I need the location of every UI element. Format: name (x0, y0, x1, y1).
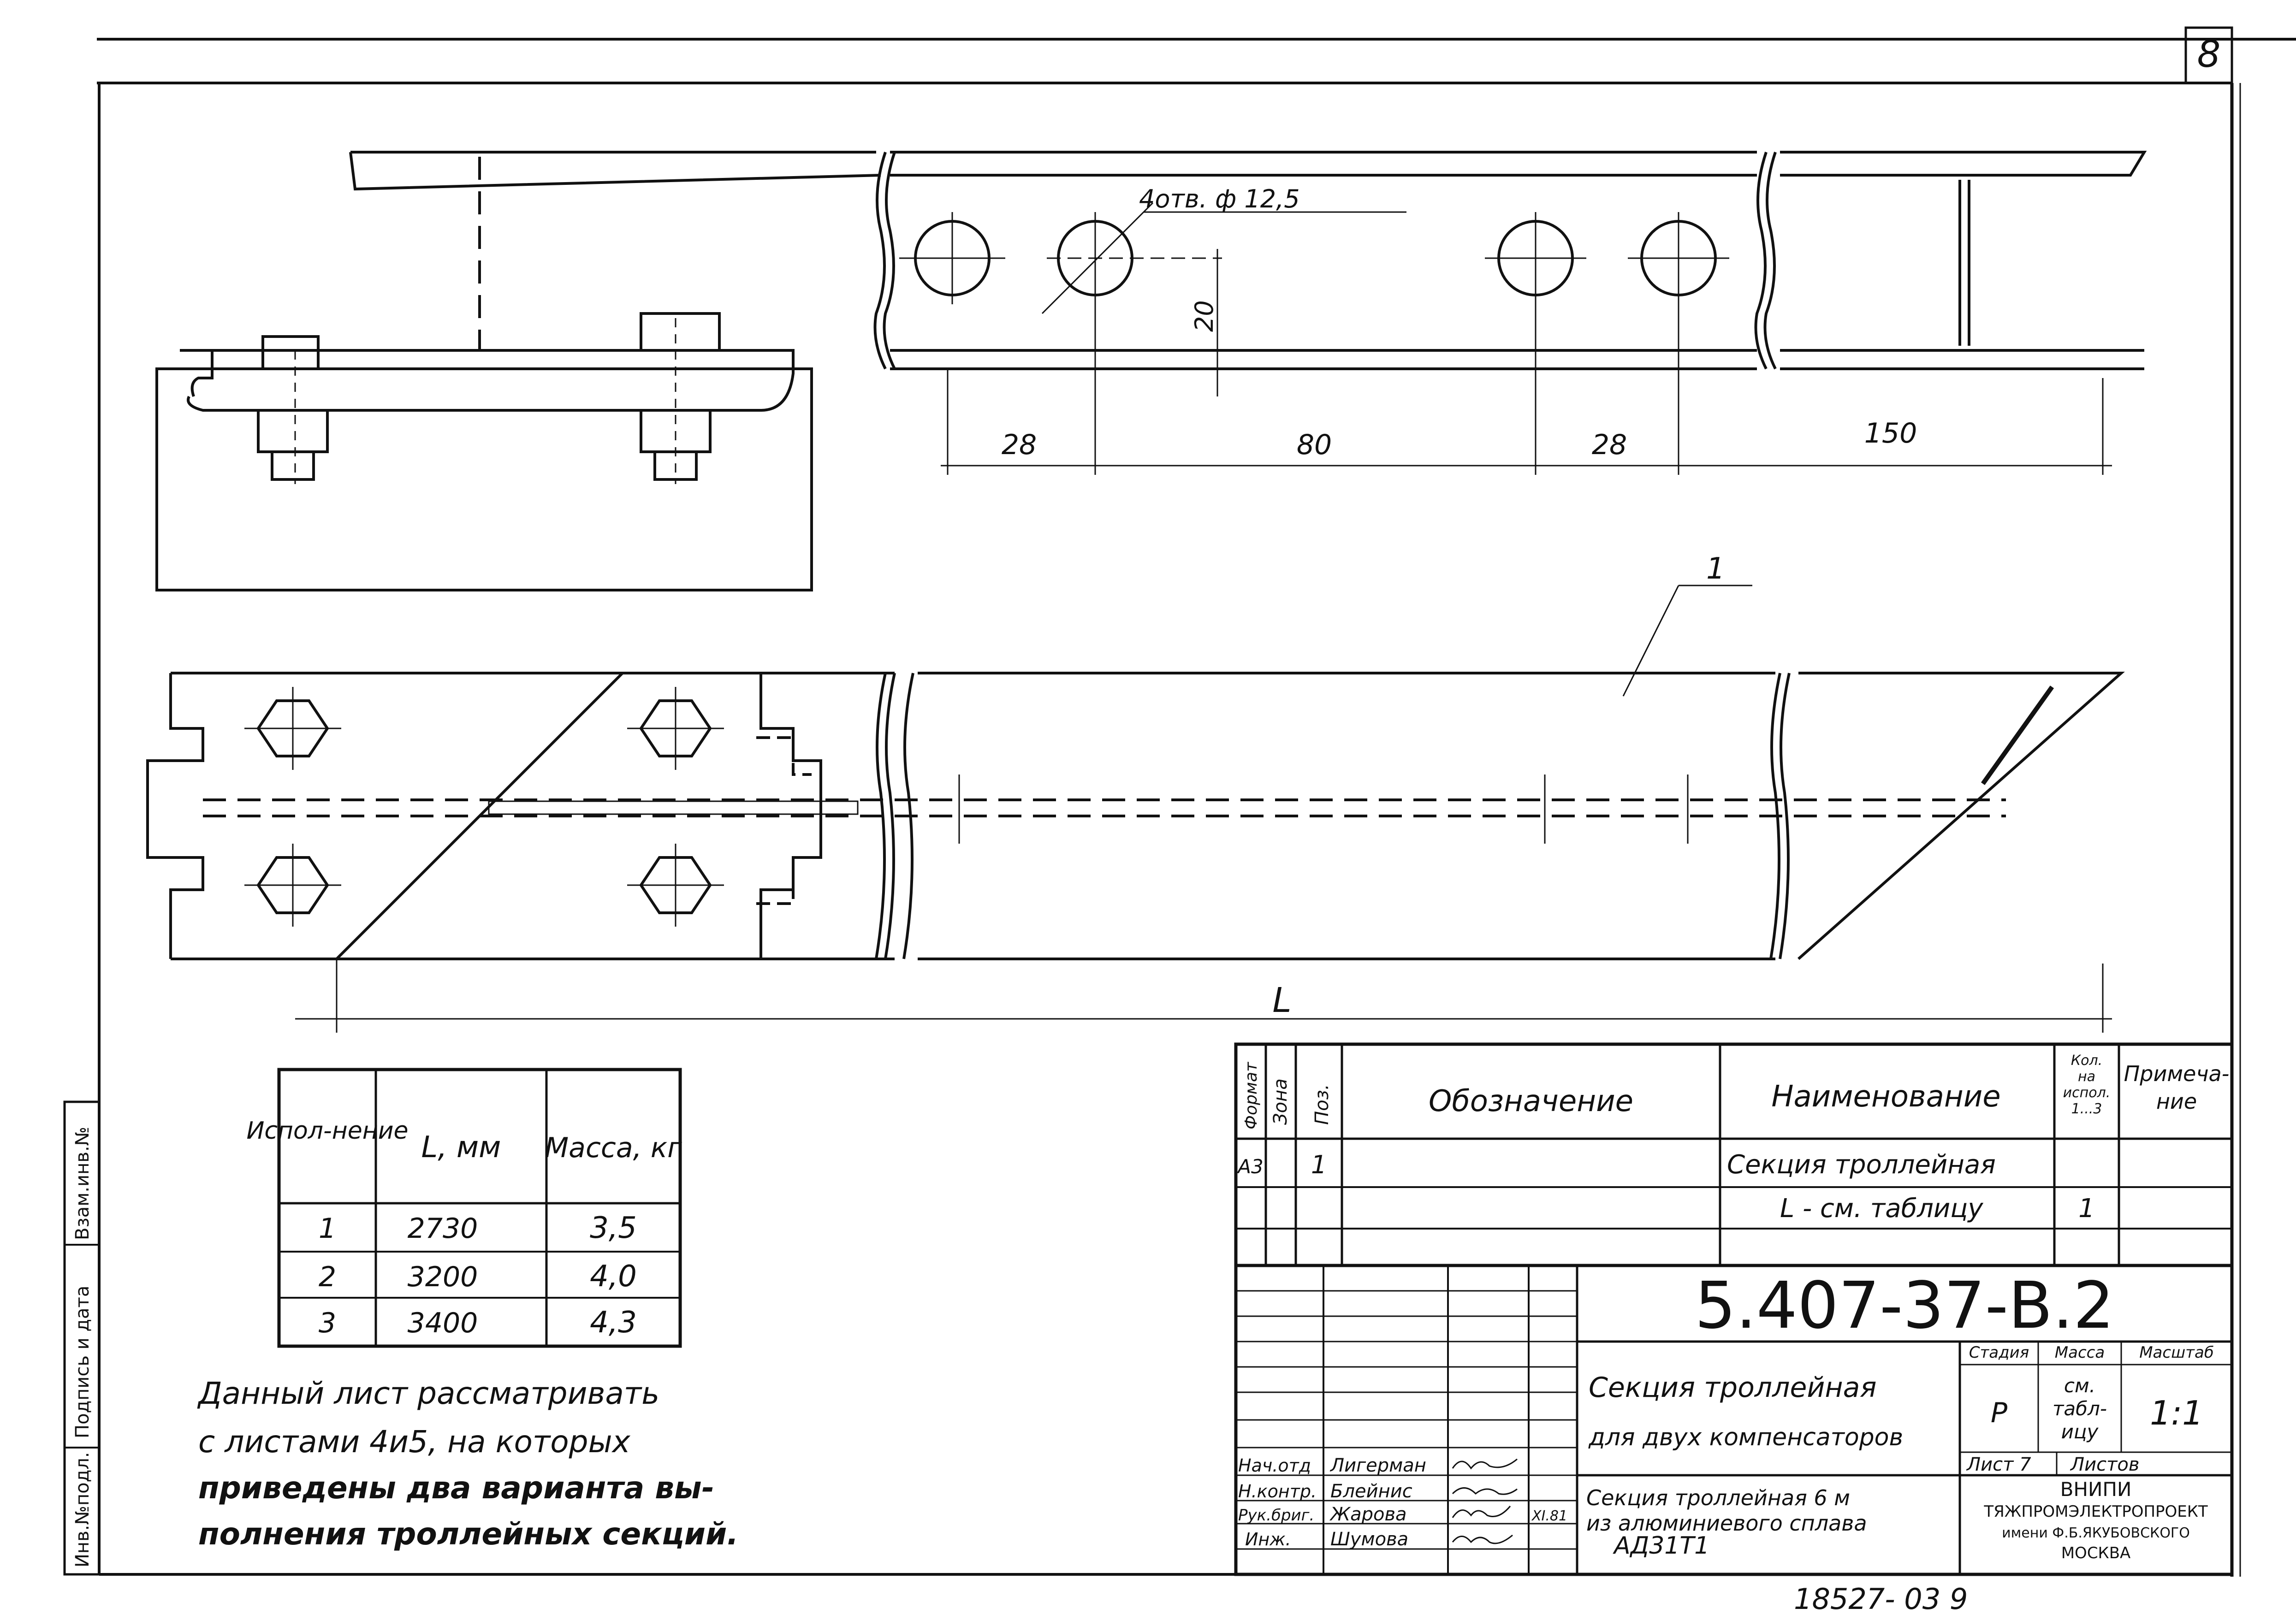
stamp-inv-podl: Инв.№подл. (72, 1452, 93, 1567)
variant-row-2-mass: 4,0 (590, 1259, 637, 1294)
spec-header-qty-4: 1...3 (2071, 1101, 2102, 1117)
position-1-label: 1 (1706, 552, 1725, 586)
spec-header-pos: Поз. (1311, 1084, 1333, 1125)
org-line-1: ВНИПИ (2060, 1478, 2132, 1501)
stage-value: Р (1991, 1397, 2008, 1429)
variant-row-2-L: 3200 (408, 1261, 478, 1293)
material-line-3: АД31Т1 (1613, 1532, 1709, 1560)
spec-header-designation: Обозначение (1429, 1084, 1633, 1118)
sig-role-2: Н.контр. (1238, 1481, 1317, 1502)
stage-label: Стадия (1969, 1343, 2029, 1362)
spec-header-qty-1: Кол. (2071, 1052, 2102, 1069)
sheet-frame (97, 26, 2296, 1577)
dim-28-b: 28 (1592, 429, 1627, 461)
variant-table (277, 1068, 682, 1348)
dim-150: 150 (1864, 417, 1917, 449)
mass-value-3: ицу (2061, 1420, 2099, 1443)
org-line-3: имени Ф.Б.ЯКУБОВСКОГО (2002, 1525, 2190, 1541)
variant-row-2-ispolnenie: 2 (319, 1261, 336, 1293)
spec-header-notes-2: ние (2156, 1089, 2197, 1114)
mass-label: Масса (2055, 1343, 2105, 1362)
variant-header-L: L, мм (421, 1130, 501, 1165)
title-block (1234, 1264, 2234, 1576)
document-number: 5.407-37-В.2 (1695, 1268, 2114, 1343)
variant-row-3-ispolnenie: 3 (319, 1307, 336, 1339)
note-line-2: с листами 4и5, на которых (198, 1424, 631, 1460)
dim-L: L (1272, 981, 1291, 1020)
dim-20: 20 (1190, 300, 1219, 332)
spec-row-2-name: L - см. таблицу (1780, 1194, 1983, 1224)
variant-header-ispolnenie: Испол-нение (246, 1117, 408, 1145)
note-line-1: Данный лист рассматривать (197, 1376, 659, 1411)
spec-row-1-name: Секция троллейная (1727, 1150, 1996, 1180)
spec-header-qty-2: на (2078, 1069, 2095, 1085)
page-number: 8 (2197, 33, 2221, 76)
view-side-connection (155, 151, 881, 591)
drawing-note: Данный лист рассматривать с листами 4и5,… (197, 1376, 738, 1552)
mass-value-1: см. (2064, 1374, 2095, 1397)
variant-row-1-mass: 3,5 (590, 1211, 637, 1245)
bottom-code: 18527- 03 9 (1794, 1582, 1968, 1616)
sig-name-1: Лигерман (1329, 1455, 1426, 1476)
view-plan (146, 585, 2125, 1033)
spec-header-notes-1: Примеча- (2124, 1061, 2230, 1086)
variant-row-3-L: 3400 (408, 1307, 478, 1339)
mass-value-2: табл- (2053, 1397, 2107, 1420)
org-line-2: ТЯЖПРОМЭЛЕКТРОПРОЕКТ (1983, 1502, 2208, 1521)
spec-row-1-pos: 1 (1311, 1150, 1327, 1179)
spec-header-format: Формат (1242, 1062, 1261, 1129)
title-line-1: Секция троллейная (1589, 1372, 1877, 1404)
org-line-4: МОСКВА (2061, 1544, 2131, 1562)
scale-label: Масштаб (2139, 1343, 2214, 1362)
spec-header-zone: Зона (1270, 1078, 1291, 1125)
spec-row-1-format: А3 (1236, 1155, 1263, 1178)
note-line-4: полнения троллейных секций. (198, 1516, 738, 1552)
spec-header-qty-3: испол. (2063, 1085, 2111, 1101)
variant-row-1-L: 2730 (408, 1212, 478, 1245)
variant-header-mass: Масса, кг (545, 1132, 682, 1164)
spec-row-2-qty: 1 (2078, 1194, 2095, 1224)
sig-name-2: Блейнис (1330, 1481, 1412, 1502)
title-line-2: для двух компенсаторов (1588, 1424, 1903, 1451)
sheet-label: Лист 7 (1966, 1454, 2031, 1475)
signature-scribbles (1452, 1458, 1518, 1544)
sig-name-4: Шумова (1330, 1529, 1408, 1550)
view-rail-holes (873, 151, 2147, 475)
sig-role-1: Нач.отд (1238, 1455, 1311, 1476)
variant-row-3-mass: 4,3 (590, 1306, 637, 1340)
dim-28-a: 28 (1002, 429, 1037, 461)
variant-row-1-ispolnenie: 1 (319, 1212, 336, 1245)
material-line-2: из алюминиевого сплава (1586, 1511, 1867, 1536)
sig-role-4: Инж. (1245, 1529, 1291, 1549)
spec-header-name: Наименование (1771, 1080, 2000, 1114)
note-line-3: приведены два варианта вы- (198, 1470, 714, 1506)
sheets-label: Листов (2070, 1454, 2139, 1475)
side-stamp: Инв.№подл. Подпись и дата Взам.инв.№ (63, 1100, 101, 1576)
scale-value: 1:1 (2150, 1394, 2203, 1432)
dim-80: 80 (1297, 429, 1332, 461)
sig-name-3: Жарова (1329, 1504, 1407, 1525)
material-line-1: Секция троллейная 6 м (1586, 1485, 1850, 1510)
sig-date: XI.81 (1531, 1508, 1567, 1524)
stamp-vzam-inv: Взам.инв.№ (72, 1127, 93, 1240)
holes-callout: 4отв. ф 12,5 (1139, 184, 1300, 213)
sig-role-3: Рук.бриг. (1238, 1506, 1314, 1525)
stamp-podpis-data: Подпись и дата (72, 1286, 93, 1438)
